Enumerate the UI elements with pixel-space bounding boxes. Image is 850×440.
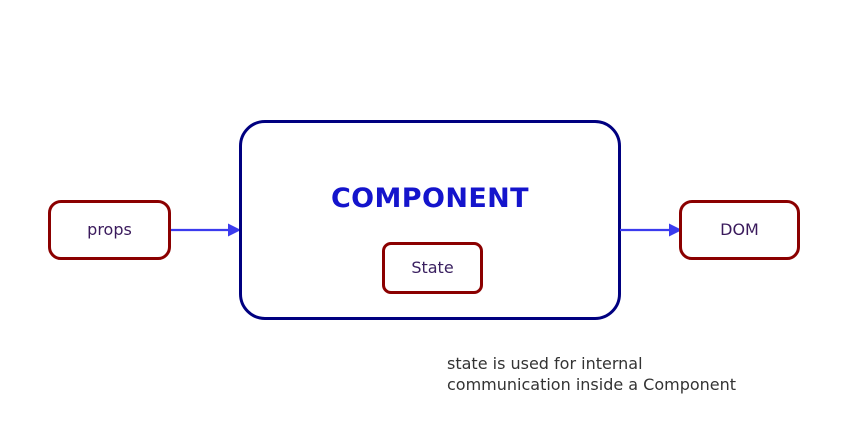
caption-line-1: state is used for internal <box>447 354 643 373</box>
arrow-component-to-dom-icon <box>620 220 682 240</box>
node-props-label: props <box>87 220 132 239</box>
node-props[interactable]: props <box>48 200 171 260</box>
node-component[interactable]: COMPONENT State <box>239 120 621 320</box>
node-dom[interactable]: DOM <box>679 200 800 260</box>
node-component-label: COMPONENT <box>330 183 530 214</box>
node-state-label: State <box>411 258 454 277</box>
caption: state is used for internal communication… <box>447 353 807 395</box>
node-state[interactable]: State <box>382 242 483 294</box>
node-dom-label: DOM <box>720 220 759 239</box>
arrow-props-to-component-icon <box>171 220 241 240</box>
caption-line-2: communication inside a Component <box>447 375 737 394</box>
